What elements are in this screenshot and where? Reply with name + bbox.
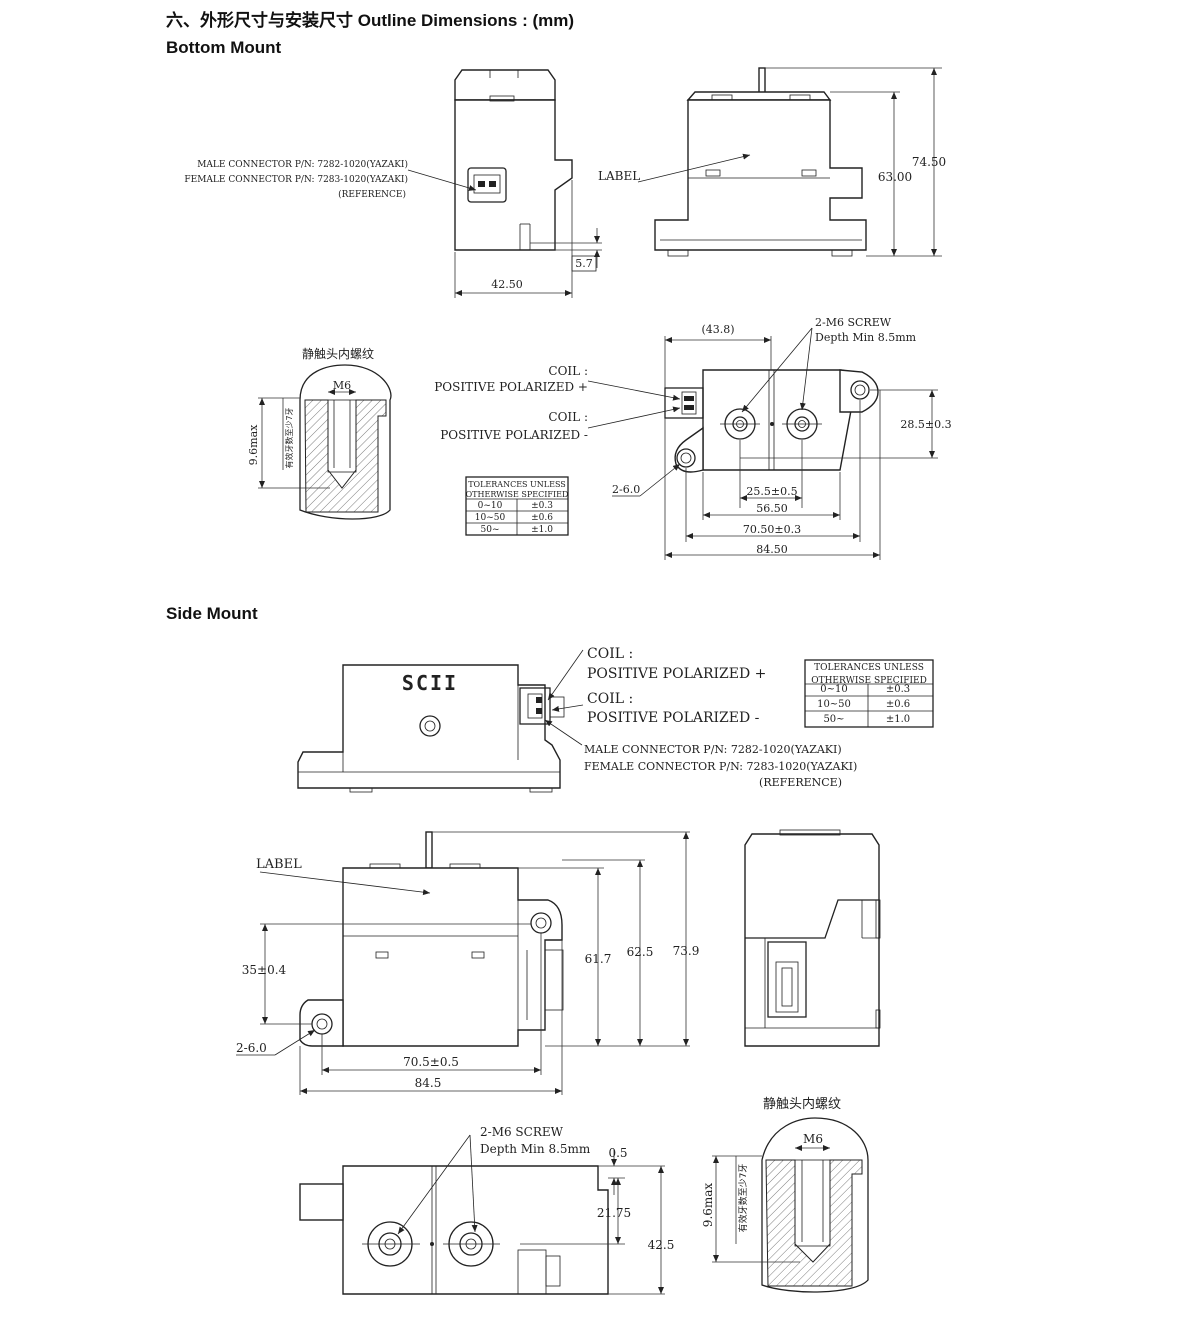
tolerance2-range-2: 10~50 — [817, 699, 851, 710]
female-connector-label: FEMALE CONNECTOR P/N: 7283-1020(YAZAKI) — [184, 174, 408, 185]
dim-42-5-side: 42.5 — [648, 1238, 675, 1252]
tolerance-header-2: OTHERWISE SPECIFIED — [466, 490, 569, 499]
bottom-side-view: LABEL 63.00 74.50 — [598, 67, 946, 257]
tolerance-value-2: ±0.6 — [531, 513, 553, 523]
dim-21-75: 21.75 — [597, 1206, 631, 1220]
dim-84-5: 84.50 — [756, 543, 788, 556]
coil-negative-label-1: COIL : — [548, 410, 588, 424]
tolerance2-value-1: ±0.3 — [886, 684, 910, 695]
dim-73-9: 73.9 — [673, 944, 700, 958]
male-connector-label: MALE CONNECTOR P/N: 7282-1020(YAZAKI) — [197, 159, 408, 170]
thread-2-depth: 9.6max — [701, 1183, 715, 1228]
side-coil-positive-label-2: POSITIVE POLARIZED + — [587, 666, 766, 682]
dim-42-5: 42.50 — [491, 278, 523, 291]
section-title-side-mount: Side Mount — [166, 604, 258, 623]
thread-depth: 9.6max — [247, 424, 260, 465]
thread-note: 有效牙数至少7牙 — [284, 407, 294, 468]
side-hole-label: 2-6.0 — [236, 1041, 267, 1055]
tolerance2-header-1: TOLERANCES UNLESS — [814, 663, 924, 673]
dim-25-5: 25.5±0.5 — [746, 485, 797, 498]
tolerance-range-3: 50~ — [481, 525, 500, 535]
dim-43-8: (43.8) — [701, 323, 734, 336]
side-screw-depth-label: Depth Min 8.5mm — [480, 1142, 591, 1156]
brand-logo: SCII — [402, 671, 458, 695]
coil-positive-label-1: COIL : — [548, 364, 588, 378]
tolerance-value-3: ±1.0 — [531, 525, 553, 535]
thread-detail-2-title: 静触头内螺纹 — [763, 1096, 841, 1112]
side-coil-negative-label-1: COIL : — [587, 691, 633, 707]
reference-label: (REFERENCE) — [338, 189, 406, 200]
dim-61-7: 61.7 — [585, 952, 612, 966]
tolerance-range-2: 10~50 — [475, 513, 506, 523]
dim-70-5-side: 70.5±0.5 — [403, 1055, 459, 1069]
thread-m6: M6 — [333, 379, 351, 392]
bottom-front-view: MALE CONNECTOR P/N: 7282-1020(YAZAKI) FE… — [184, 69, 602, 298]
thread-detail-2: 静触头内螺纹 M6 9.6max 有效牙数至少7牙 — [701, 1096, 869, 1293]
side-end-view — [744, 829, 881, 1047]
bottom-top-view: COIL : POSITIVE POLARIZED + COIL : POSIT… — [434, 316, 952, 560]
label-callout: LABEL — [598, 169, 640, 183]
side-bottom-view: 2-M6 SCREW Depth Min 8.5mm 0.5 21.75 42.… — [299, 1125, 675, 1295]
tolerance-range-1: 0~10 — [478, 501, 503, 511]
dim-35: 35±0.4 — [242, 963, 287, 977]
thread-detail-title: 静触头内螺纹 — [302, 347, 374, 361]
section-title-bottom-mount: Bottom Mount — [166, 38, 282, 57]
coil-negative-label-2: POSITIVE POLARIZED - — [440, 428, 588, 442]
screw-depth-label: Depth Min 8.5mm — [815, 331, 917, 344]
thread-detail-1: 静触头内螺纹 M6 9.6max 有效牙数至少7牙 — [247, 347, 392, 520]
dim-74-5: 74.50 — [912, 155, 946, 169]
side-front-view: SCII COIL : POSITIVE POLARIZED + COIL : … — [297, 646, 857, 793]
dim-5-7: 5.7 — [575, 257, 593, 270]
page-title: 六、外形尺寸与安装尺寸 Outline Dimensions : (mm) — [166, 11, 575, 30]
dim-70-5: 70.50±0.3 — [743, 523, 801, 536]
hole-label: 2-6.0 — [612, 483, 640, 496]
side-coil-positive-label-1: COIL : — [587, 646, 633, 662]
tolerance2-range-3: 50~ — [823, 714, 844, 725]
dim-0-5: 0.5 — [608, 1146, 627, 1160]
tolerance-header-1: TOLERANCES UNLESS — [468, 480, 566, 489]
dim-62-5: 62.5 — [627, 945, 654, 959]
side-label-callout: LABEL — [256, 857, 302, 872]
side-female-connector-label: FEMALE CONNECTOR P/N: 7283-1020(YAZAKI) — [584, 760, 857, 773]
tolerance2-range-1: 0~10 — [820, 684, 847, 695]
side-screw-label: 2-M6 SCREW — [480, 1125, 564, 1139]
dim-28-5: 28.5±0.3 — [900, 418, 951, 431]
side-coil-negative-label-2: POSITIVE POLARIZED - — [587, 710, 760, 726]
dim-84-5-side: 84.5 — [415, 1076, 442, 1090]
tolerance2-value-3: ±1.0 — [886, 714, 910, 725]
thread-2-note: 有效牙数至少7牙 — [737, 1164, 749, 1233]
thread-2-m6: M6 — [803, 1132, 823, 1146]
tolerance2-value-2: ±0.6 — [886, 699, 910, 710]
tolerance-table-2: TOLERANCES UNLESS OTHERWISE SPECIFIED 0~… — [804, 659, 934, 728]
screw-label: 2-M6 SCREW — [815, 316, 892, 329]
side-reference-label: (REFERENCE) — [759, 776, 842, 789]
coil-positive-label-2: POSITIVE POLARIZED + — [434, 380, 588, 394]
tolerance2-header-2: OTHERWISE SPECIFIED — [811, 676, 927, 686]
dim-56-5: 56.50 — [756, 502, 788, 515]
tolerance-value-1: ±0.3 — [531, 501, 553, 511]
side-main-view: LABEL 35±0.4 2-6.0 70.5±0.5 84.5 61.7 62… — [236, 831, 700, 1095]
side-male-connector-label: MALE CONNECTOR P/N: 7282-1020(YAZAKI) — [584, 743, 842, 756]
tolerance-table-1: TOLERANCES UNLESS OTHERWISE SPECIFIED 0~… — [465, 476, 569, 536]
dim-63: 63.00 — [878, 170, 912, 184]
